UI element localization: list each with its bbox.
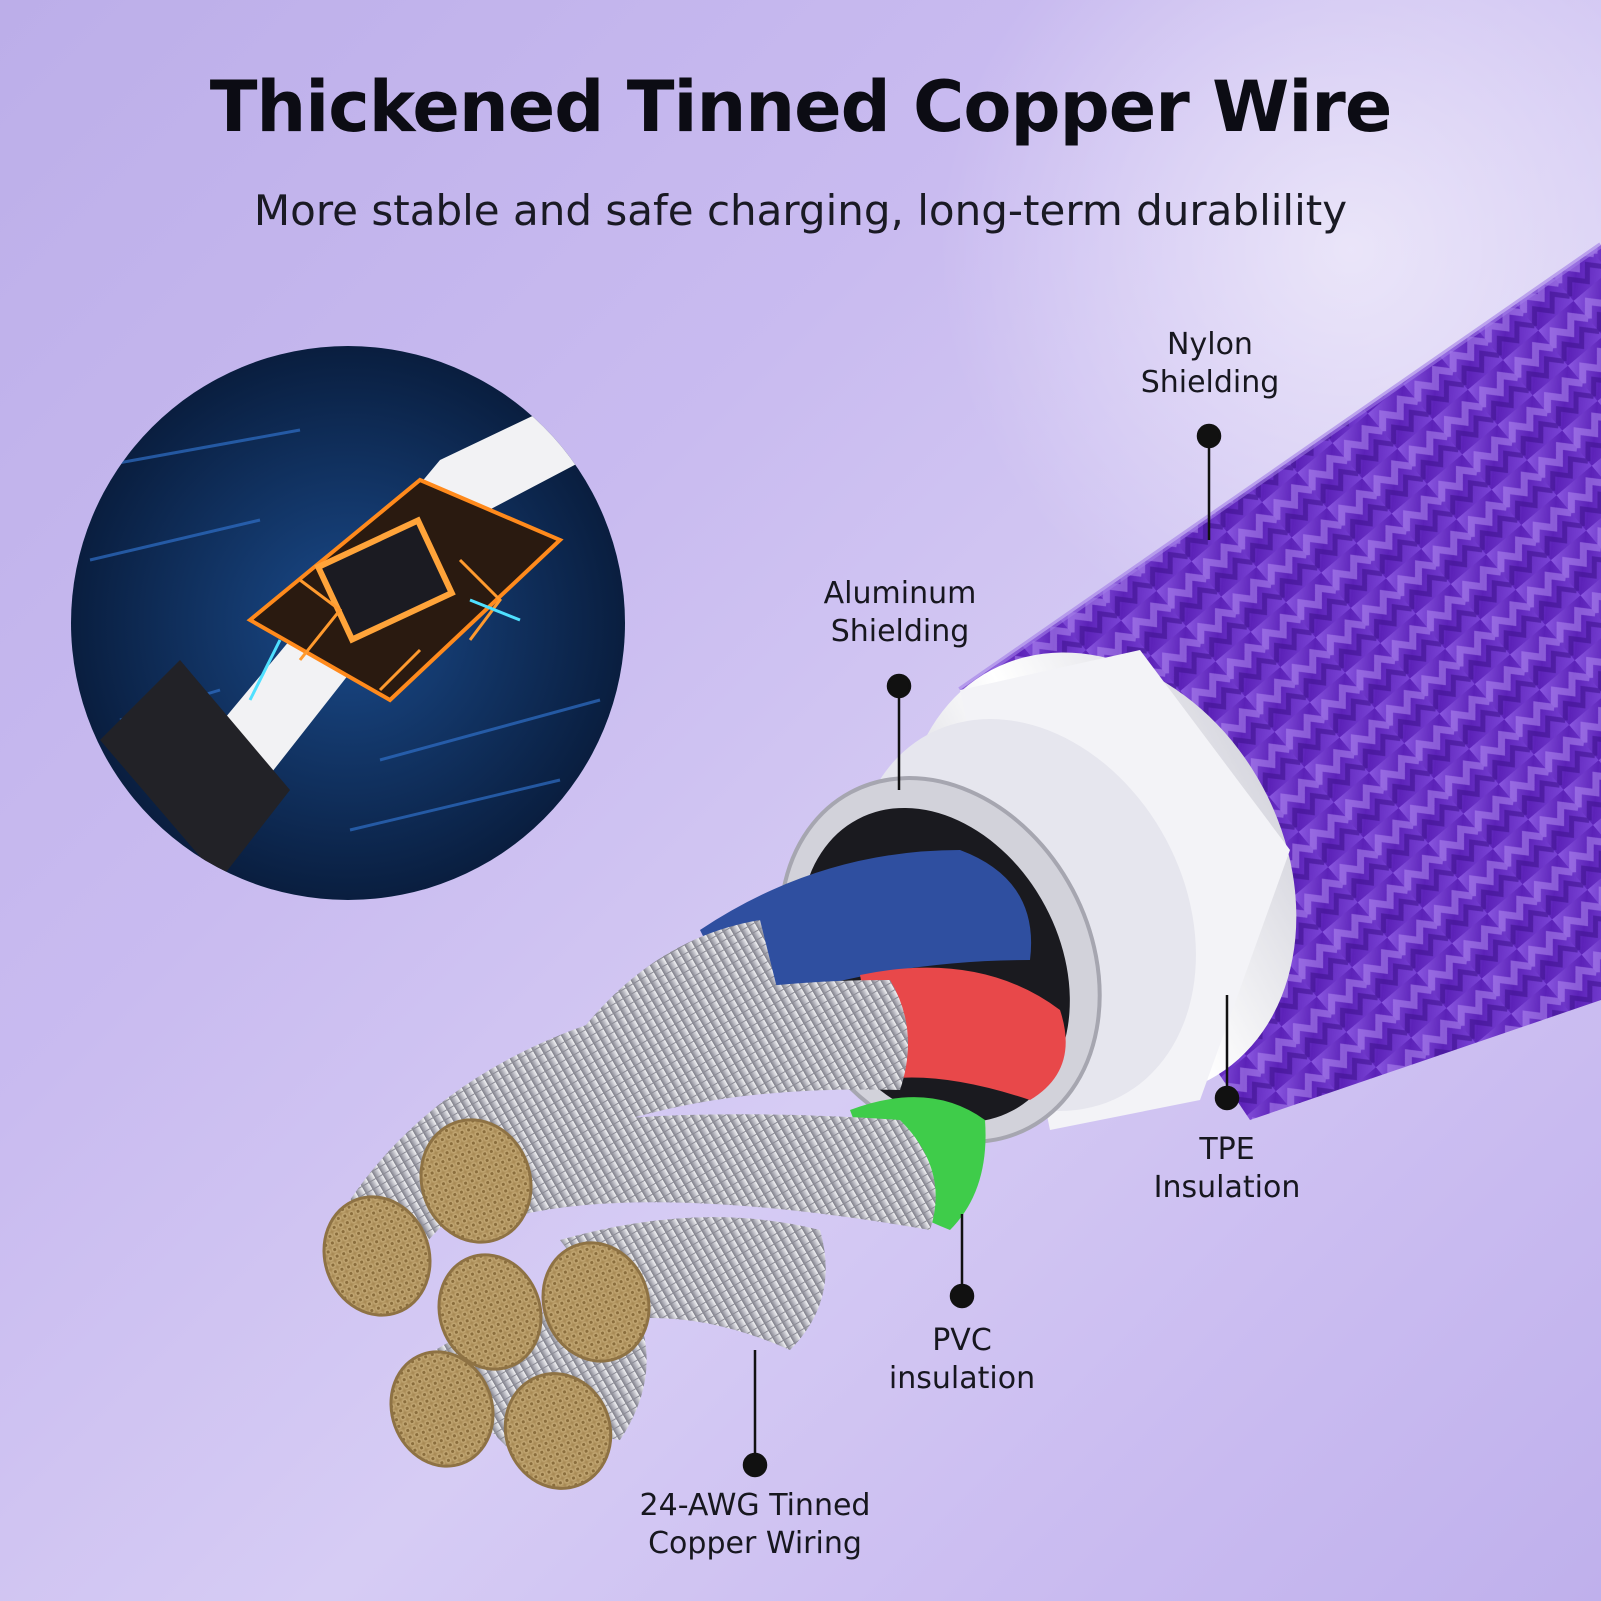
nylon-label-line1: Nylon <box>1167 327 1253 362</box>
aluminum-label-line1: Aluminum <box>823 576 977 611</box>
page-subtitle: More stable and safe charging, long-term… <box>253 186 1348 235</box>
nylon-label-line2: Shielding <box>1140 365 1280 400</box>
pvc-label-line1: PVC <box>932 1323 992 1358</box>
callout-lines <box>742 423 1240 1478</box>
copper-wire-ends <box>322 1118 651 1490</box>
copper-label-line2: Copper Wiring <box>648 1526 862 1561</box>
pvc-label-line2: insulation <box>888 1361 1036 1396</box>
copper-wiring-label: 24-AWG Tinned Copper Wiring <box>615 1487 895 1563</box>
pvc-insulation-label: PVC insulation <box>852 1322 1072 1398</box>
red-wire <box>860 967 1066 1100</box>
copper-label-line1: 24-AWG Tinned <box>639 1488 871 1523</box>
tpe-label-line1: TPE <box>1199 1132 1255 1167</box>
circuit-board-inset <box>71 346 625 900</box>
aluminum-shielding-label: Aluminum Shielding <box>790 575 1010 651</box>
tpe-label-line2: Insulation <box>1153 1170 1301 1205</box>
aluminum-label-line2: Shielding <box>830 614 970 649</box>
page-title: Thickened Tinned Copper Wire <box>209 66 1393 148</box>
nylon-shielding-label: Nylon Shielding <box>1110 326 1310 402</box>
tpe-insulation-label: TPE Insulation <box>1117 1131 1337 1207</box>
blue-wire <box>700 850 1032 1010</box>
